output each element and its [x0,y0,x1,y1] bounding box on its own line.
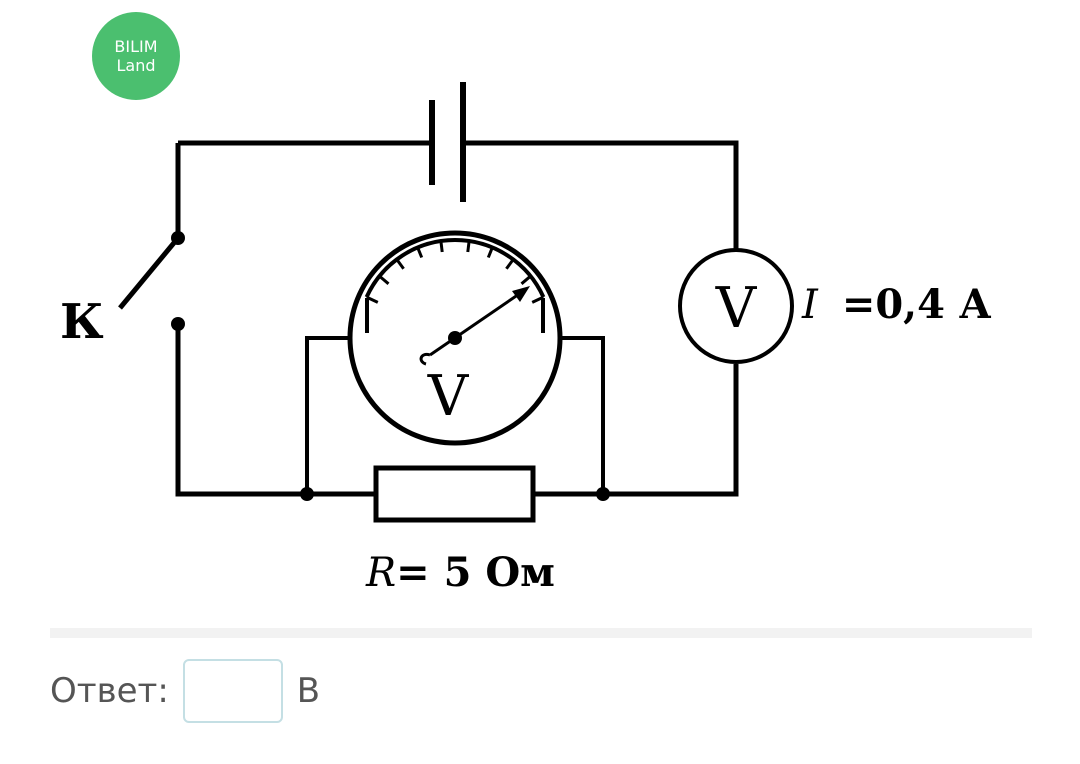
current-annotation: I =0,4 А [801,281,992,328]
wire-branch-right [560,336,605,494]
junction-left [300,487,314,501]
divider [50,628,1032,638]
logo-line1: BILIM [114,37,158,56]
gauge-needle [419,286,530,366]
logo-line2: Land [116,56,156,75]
answer-input[interactable] [182,659,283,723]
gauge-scale-arc [364,238,546,298]
answer-unit: В [296,671,321,711]
wire-left-bottom [175,324,376,497]
junction-right [596,487,610,501]
answer-label: Ответ: [50,671,169,711]
wire-top-right [463,140,739,250]
resistor-value: = 5 Ом [396,549,555,596]
wire-branch-left [305,336,350,494]
voltmeter-small [678,248,794,364]
resistor-symbol: R [365,550,396,596]
current-symbol: I [801,282,819,328]
gauge-ticks [365,239,545,304]
wire-right-bottom [533,364,739,497]
switch-label: К [60,294,104,350]
switch-blade [118,236,180,310]
circuit-diagram: К V I =0,4 А V R= 5 Ом [60,82,992,596]
answer-row: Ответ: В [50,656,320,726]
current-value: =0,4 А [842,281,992,328]
resistor [373,465,536,523]
bilimland-logo: BILIM Land [92,12,180,100]
voltmeter-small-label: V [715,276,758,341]
resistor-label: R= 5 Ом [365,549,555,596]
voltmeter-gauge-label: V [427,364,470,429]
switch-contact-bottom [171,317,185,331]
